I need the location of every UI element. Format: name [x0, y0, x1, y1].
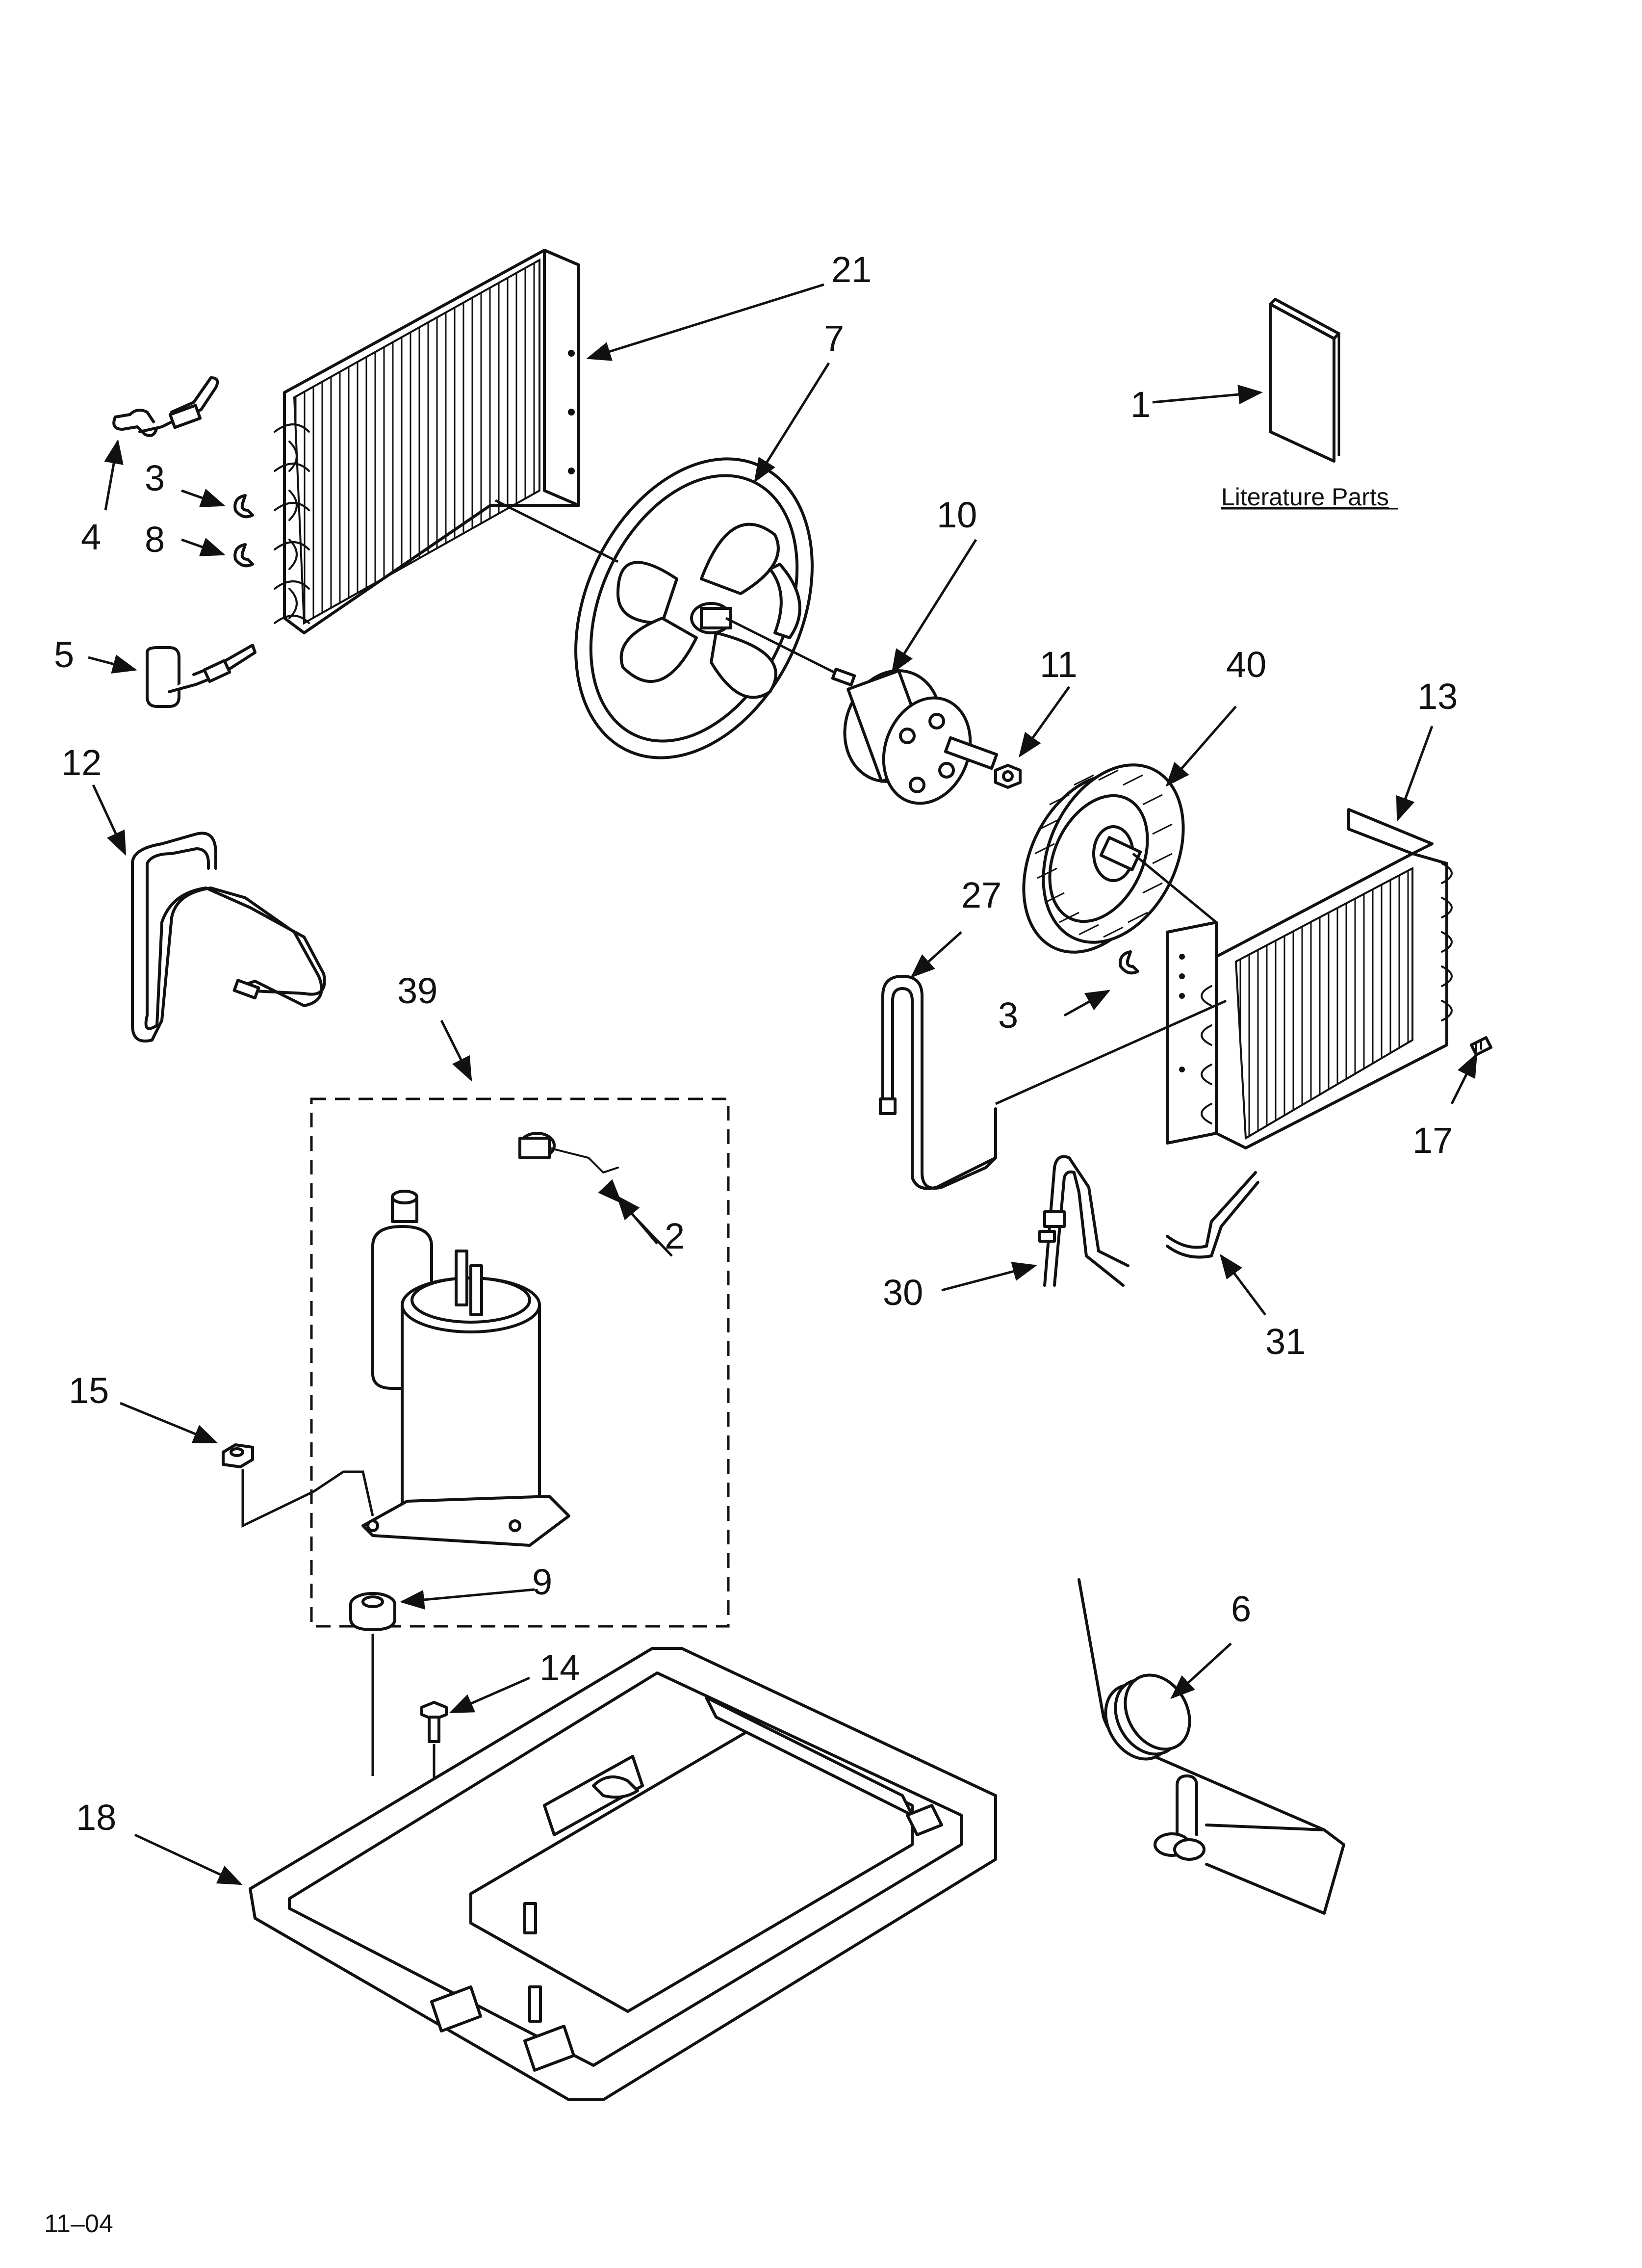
leader-arrows — [88, 283, 1478, 1885]
literature-book — [1269, 298, 1340, 463]
callout-12: 12 — [61, 742, 102, 783]
literature-parts-label: Literature Parts — [1221, 483, 1389, 511]
callout-27: 27 — [961, 875, 1001, 915]
date-code: 11–04 — [44, 2210, 113, 2238]
callout-10: 10 — [937, 495, 977, 535]
grommet-9 — [349, 1592, 396, 1631]
callout-2: 2 — [665, 1216, 685, 1256]
fan-shroud — [574, 457, 814, 759]
callout-3-right: 3 — [998, 995, 1018, 1036]
tube-27 — [879, 974, 997, 1190]
fan-motor — [831, 667, 999, 805]
nut-15 — [222, 1443, 254, 1468]
blower-wheel — [1022, 763, 1185, 954]
tube-4 — [112, 376, 219, 437]
screw-14 — [420, 1701, 448, 1743]
callout-6: 6 — [1231, 1589, 1251, 1629]
callout-11: 11 — [1040, 644, 1078, 685]
base-pan — [249, 1647, 997, 2101]
callout-14: 14 — [539, 1647, 580, 1688]
capillary-6 — [1078, 1578, 1345, 1915]
callout-30: 30 — [883, 1272, 923, 1313]
tube-30 — [1038, 1155, 1129, 1287]
condenser-coil — [274, 249, 580, 634]
callout-39: 39 — [397, 970, 437, 1011]
callout-21: 21 — [831, 249, 872, 290]
callout-8: 8 — [145, 519, 165, 560]
tube-5 — [146, 644, 257, 708]
nut-11 — [994, 764, 1022, 789]
callout-13: 13 — [1417, 676, 1458, 717]
clip-3-left — [233, 494, 254, 519]
callout-17: 17 — [1412, 1120, 1453, 1161]
callout-40: 40 — [1226, 644, 1266, 685]
callout-3-left: 3 — [145, 458, 165, 498]
clip-17 — [1470, 1036, 1492, 1056]
tube-12 — [131, 832, 326, 1043]
tube-31 — [1166, 1171, 1259, 1259]
callout-18: 18 — [76, 1797, 116, 1838]
compressor-assembly — [310, 1097, 730, 1628]
evaporator-coil — [1166, 808, 1453, 1149]
callout-15: 15 — [69, 1370, 109, 1411]
callout-1: 1 — [1130, 384, 1151, 425]
callout-31: 31 — [1265, 1321, 1306, 1362]
callout-4: 4 — [81, 517, 101, 557]
callout-7: 7 — [824, 318, 844, 359]
clip-3-right — [1119, 950, 1139, 975]
clip-8 — [233, 543, 254, 568]
callout-5: 5 — [54, 634, 74, 675]
callout-9: 9 — [532, 1562, 552, 1602]
